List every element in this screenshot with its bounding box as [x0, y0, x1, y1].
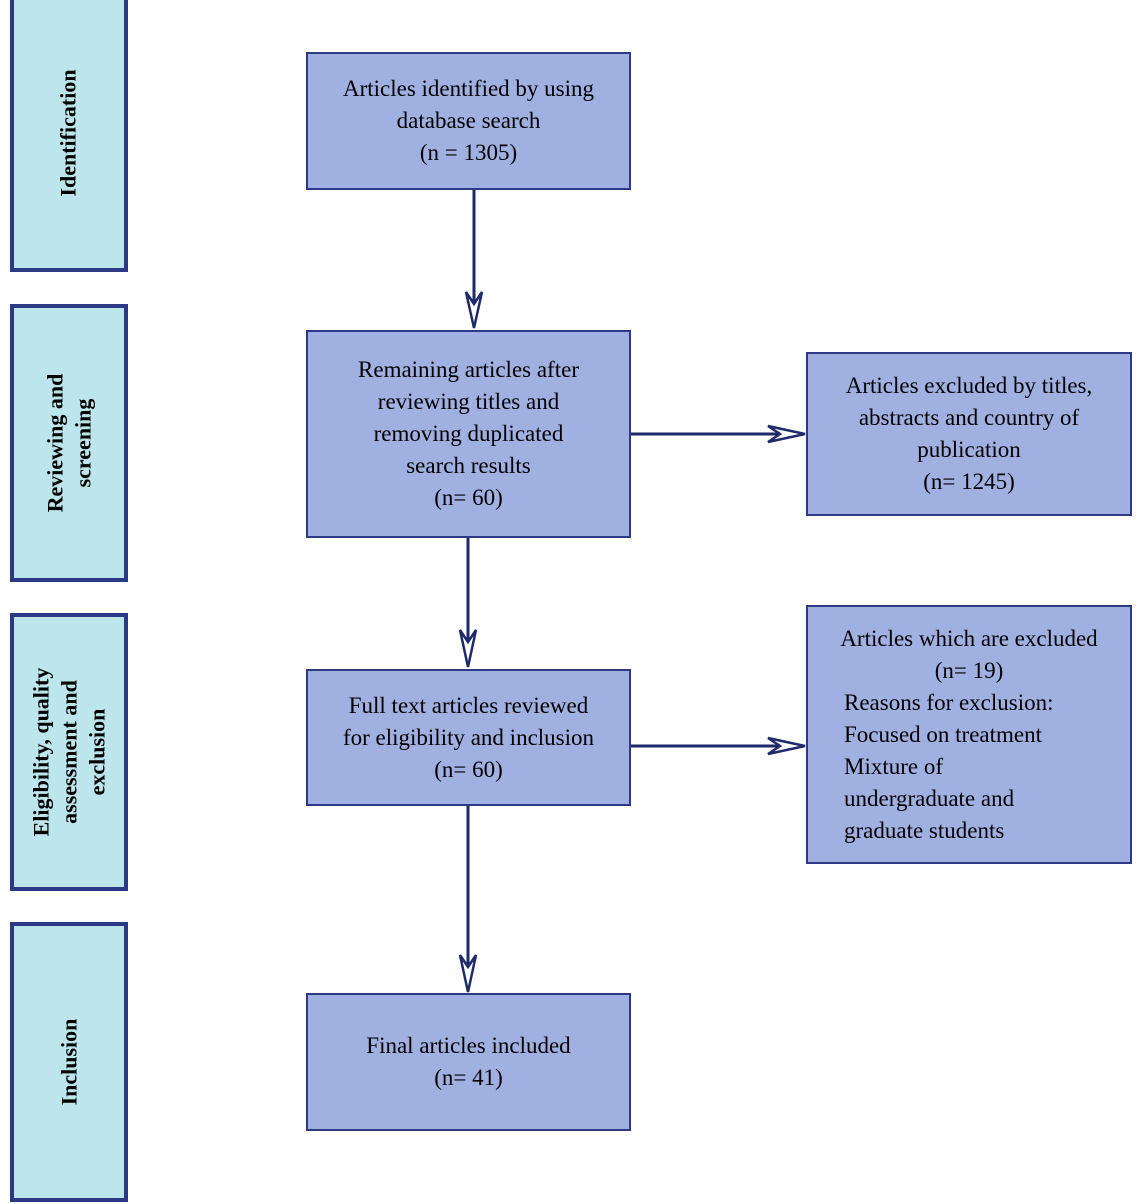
box-excluded-titles-line1: Articles excluded by titles,	[845, 373, 1093, 398]
box-full-text-reviewed: Full text articles reviewed for eligibil…	[306, 669, 631, 806]
box-identified-count: (n = 1305)	[419, 140, 518, 165]
arrowhead-down-2	[458, 629, 478, 668]
box-excluded-by-titles: Articles excluded by titles, abstracts a…	[806, 352, 1132, 516]
box-final-line1: Final articles included	[366, 1033, 571, 1058]
exclusion-reasons-title: Reasons for exclusion:	[844, 689, 1054, 715]
arrowhead-right-2	[767, 736, 806, 756]
box-fulltext-line2: for eligibility and inclusion	[342, 724, 595, 750]
exclusion-reason-item: Mixture of	[844, 753, 944, 779]
box-remaining-line4: search results	[406, 453, 531, 478]
exclusion-reasons-list: Reasons for exclusion: Focused on treatm…	[808, 687, 1054, 847]
box-identified-line2: database search	[396, 108, 541, 133]
box-fulltext-count: (n= 60)	[434, 756, 503, 782]
box-remaining-line1: Remaining articles after	[358, 357, 579, 382]
box-excluded-full-count: (n= 19)	[934, 657, 1004, 683]
box-articles-identified: Articles identified by using database se…	[306, 52, 631, 190]
box-final-articles-included: Final articles included (n= 41)	[306, 993, 631, 1131]
stage-inclusion: Inclusion	[10, 922, 128, 1202]
arrowhead-down-3	[458, 954, 478, 993]
box-excluded-titles-line3: publication	[917, 437, 1021, 462]
box-identified-line1: Articles identified by using	[342, 76, 595, 101]
arrowhead-right-1	[767, 424, 806, 444]
exclusion-reason-item: undergraduate and	[844, 785, 1015, 811]
stage-identification: Identification	[10, 0, 128, 272]
box-excluded-full-line1: Articles which are excluded	[840, 625, 1098, 651]
box-remaining-line3: removing duplicated	[373, 421, 564, 446]
exclusion-reason-item: graduate students	[844, 817, 1005, 843]
box-excluded-titles-line2: abstracts and country of	[858, 405, 1080, 430]
exclusion-reason-item: Focused on treatment	[844, 721, 1043, 747]
arrowhead-down-1	[464, 291, 484, 329]
box-fulltext-line1: Full text articles reviewed	[348, 692, 589, 718]
box-remaining-count: (n= 60)	[434, 485, 503, 510]
stage-eligibility: Eligibility, quality assessment and excl…	[10, 613, 128, 891]
box-articles-excluded-fulltext: Articles which are excluded (n= 19) Reas…	[806, 605, 1132, 864]
box-final-count: (n= 41)	[434, 1065, 503, 1090]
box-remaining-line2: reviewing titles and	[377, 389, 560, 414]
stage-reviewing-screening: Reviewing and screening	[10, 304, 128, 582]
box-remaining-articles: Remaining articles after reviewing title…	[306, 330, 631, 538]
box-excluded-titles-count: (n= 1245)	[923, 469, 1015, 494]
